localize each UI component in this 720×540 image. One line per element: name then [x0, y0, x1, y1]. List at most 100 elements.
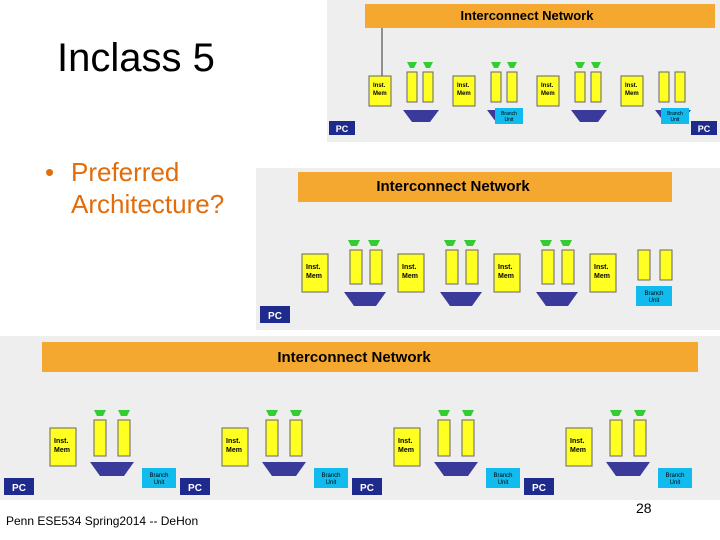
interconnect-network-label: Interconnect Network — [277, 349, 431, 366]
branch-unit-label-line2: Unit — [505, 117, 515, 123]
inst-mem-label-line2: Mem — [306, 273, 322, 280]
register-box — [349, 249, 363, 285]
pc-box — [691, 121, 717, 135]
register-box — [445, 249, 459, 285]
branch-unit-box — [661, 108, 689, 124]
pc-label: PC — [360, 483, 374, 494]
inst-mem-box — [393, 427, 421, 467]
inst-mem-label-line1: Inst. — [594, 264, 608, 271]
inst-mem-label-line1: Inst. — [373, 83, 386, 89]
alu-icon — [90, 462, 134, 476]
pc-label: PC — [268, 311, 282, 322]
inst-mem-label-line1: Inst. — [54, 438, 68, 445]
pc-label: PC — [12, 483, 26, 494]
inst-mem-label-line2: Mem — [457, 91, 471, 97]
inst-mem-label-line1: Inst. — [498, 264, 512, 271]
register-box — [465, 249, 479, 285]
inst-mem-box — [49, 427, 77, 467]
inst-mem-label-line1: Inst. — [306, 264, 320, 271]
register-box — [406, 71, 418, 103]
pc-label: PC — [532, 483, 546, 494]
branch-unit-label-line2: Unit — [671, 117, 681, 123]
register-box — [437, 419, 451, 457]
architecture-diagram-1: Interconnect Network Inst. Mem Inst. Mem… — [327, 0, 720, 142]
register-box — [633, 419, 647, 457]
register-box — [637, 249, 651, 281]
register-box — [590, 71, 602, 103]
branch-unit-label-line1: Branch — [644, 291, 663, 297]
mux-icon — [438, 410, 450, 416]
register-box — [574, 71, 586, 103]
alu-icon — [536, 292, 578, 306]
branch-unit-label-line2: Unit — [649, 298, 660, 304]
branch-unit-box — [142, 468, 176, 488]
mux-icon — [423, 62, 433, 68]
inst-mem-box — [397, 253, 425, 293]
branch-unit-label-line2: Unit — [154, 480, 165, 486]
inst-mem-label-line1: Inst. — [402, 264, 416, 271]
inst-mem-box — [301, 253, 329, 293]
branch-unit-label-line1: Branch — [501, 111, 517, 117]
pc-label: PC — [188, 483, 202, 494]
inst-mem-label-line2: Mem — [541, 91, 555, 97]
architecture-diagram-2: Interconnect Network Inst. Mem Inst. Mem… — [256, 168, 720, 330]
register-box — [659, 249, 673, 281]
inst-mem-label-line2: Mem — [398, 447, 414, 454]
mux-icon — [368, 240, 380, 246]
register-box — [461, 419, 475, 457]
mux-icon — [507, 62, 517, 68]
register-box — [265, 419, 279, 457]
pc-box — [4, 478, 34, 495]
alu-icon — [434, 462, 478, 476]
alu-icon — [262, 462, 306, 476]
lane-1: Inst. Mem — [301, 240, 386, 306]
register-box — [490, 71, 502, 103]
inst-mem-label-line2: Mem — [373, 91, 387, 97]
lane-1: Inst. Mem Branch Unit PC — [4, 410, 176, 495]
register-box — [93, 419, 107, 457]
interconnect-network-bar — [298, 172, 672, 202]
branch-unit-label-line2: Unit — [498, 480, 509, 486]
branch-unit-label-line2: Unit — [670, 480, 681, 486]
inst-mem-label-line1: Inst. — [398, 438, 412, 445]
branch-unit-label-line1: Branch — [149, 473, 168, 479]
branch-unit-box — [658, 468, 692, 488]
mux-icon — [348, 240, 360, 246]
architecture-diagram-3: Interconnect Network Inst. Mem Branch Un… — [0, 336, 720, 500]
lane-2: Inst. Mem — [397, 240, 482, 306]
lane-2: Inst. Mem Branch Unit — [452, 62, 523, 124]
mux-icon — [610, 410, 622, 416]
pc-box — [524, 478, 554, 495]
branch-unit-box — [636, 286, 672, 306]
lane-3: Inst. Mem Branch Unit PC — [352, 410, 520, 495]
branch-unit-label-line1: Branch — [665, 473, 684, 479]
mux-icon — [491, 62, 501, 68]
pc-box — [260, 306, 290, 323]
slide-title: Inclass 5 — [57, 36, 215, 80]
inst-mem-label-line1: Inst. — [226, 438, 240, 445]
bullet-text: Preferred — [71, 157, 180, 187]
mux-icon — [290, 410, 302, 416]
branch-unit-box — [495, 108, 523, 124]
mux-icon — [591, 62, 601, 68]
branch-unit-label-line1: Branch — [493, 473, 512, 479]
mux-icon — [407, 62, 417, 68]
branch-unit-box — [314, 468, 348, 488]
alu-icon — [344, 292, 386, 306]
inst-mem-box — [493, 253, 521, 293]
register-box — [369, 249, 383, 285]
inst-mem-label-line2: Mem — [625, 91, 639, 97]
mux-icon — [444, 240, 456, 246]
branch-unit-label-line1: Branch — [667, 111, 683, 117]
bullet-dot: • — [45, 157, 55, 187]
inst-mem-label-line2: Mem — [54, 447, 70, 454]
branch-unit-label-line2: Unit — [326, 480, 337, 486]
register-box — [541, 249, 555, 285]
lane-4: Inst. Mem Branch Unit PC — [524, 410, 692, 495]
inst-mem-label-line1: Inst. — [625, 83, 638, 89]
pc-box — [329, 121, 355, 135]
inst-mem-label-line2: Mem — [594, 273, 610, 280]
register-box — [561, 249, 575, 285]
pc-label: PC — [336, 124, 349, 134]
register-box — [609, 419, 623, 457]
